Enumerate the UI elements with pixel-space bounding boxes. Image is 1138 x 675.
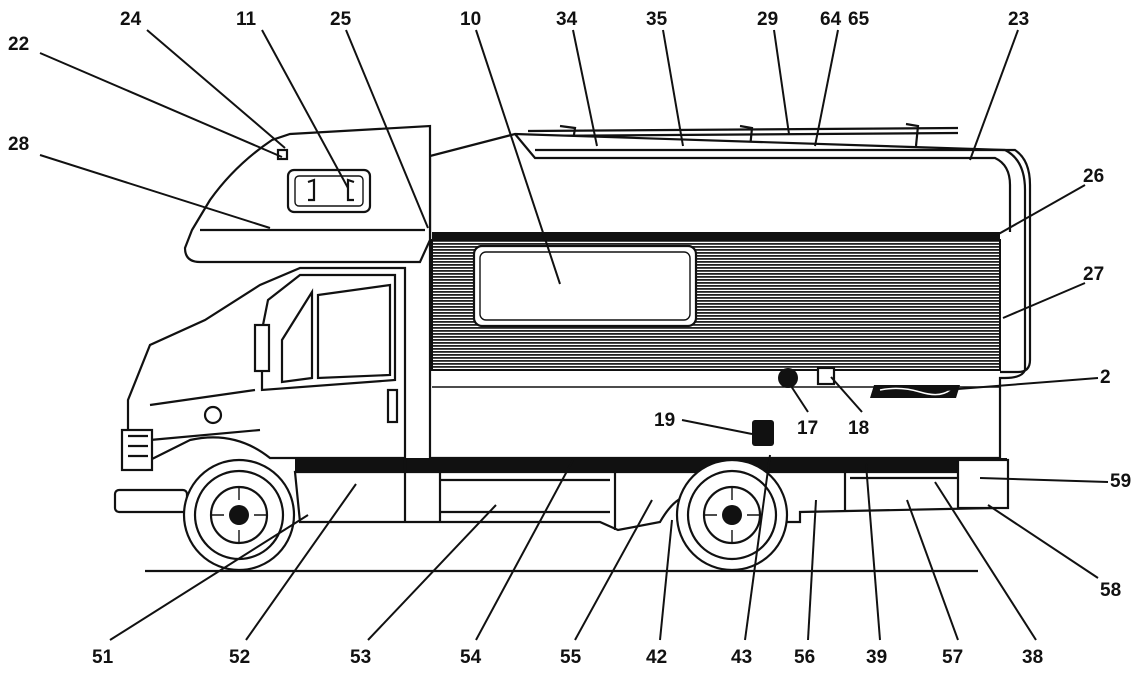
callout-51: 51 — [92, 647, 114, 668]
overcab-alcove — [183, 124, 432, 264]
callout-25: 25 — [330, 9, 352, 30]
callout-17: 17 — [797, 418, 818, 439]
callout-42: 42 — [646, 647, 667, 668]
callout-19: 19 — [654, 410, 675, 431]
callout-18: 18 — [848, 418, 869, 439]
callout-64: 64 — [820, 9, 842, 30]
callout-56: 56 — [794, 647, 815, 668]
gas-locker-door — [752, 420, 774, 446]
rear-bumper — [956, 458, 1010, 510]
callout-22: 22 — [8, 34, 29, 55]
vehicle-cab — [113, 266, 407, 514]
front-bumper — [113, 488, 189, 514]
front-wheel — [182, 458, 296, 572]
callout-27: 27 — [1083, 264, 1104, 285]
callout-10: 10 — [460, 9, 481, 30]
callout-38: 38 — [1022, 647, 1043, 668]
callout-24: 24 — [120, 9, 142, 30]
side-window — [472, 244, 698, 328]
rear-ladder — [1000, 148, 1032, 374]
callout-59: 59 — [1110, 471, 1131, 492]
fuel-cap — [203, 405, 223, 425]
callout-55: 55 — [560, 647, 582, 668]
callout-58: 58 — [1100, 580, 1121, 601]
lower-skirt — [293, 458, 1010, 532]
callout-43: 43 — [731, 647, 752, 668]
callout-52: 52 — [229, 647, 250, 668]
callout-23: 23 — [1008, 9, 1029, 30]
callout-2: 2 — [1100, 367, 1111, 388]
water-filler — [778, 368, 798, 388]
callout-leaders — [39, 29, 1109, 641]
callout-39: 39 — [866, 647, 887, 668]
callout-29: 29 — [757, 9, 778, 30]
habitation-body — [428, 132, 1032, 460]
rear-wheel — [675, 458, 789, 572]
callout-28: 28 — [8, 134, 29, 155]
callout-54: 54 — [460, 647, 482, 668]
callout-11: 11 — [236, 9, 257, 30]
callout-65: 65 — [848, 9, 870, 30]
electric-socket — [816, 366, 836, 386]
roof-rail — [527, 122, 959, 149]
callout-labels: 22 24 11 25 10 34 35 29 64 65 23 28 26 2… — [8, 9, 1131, 668]
brand-logo — [870, 385, 960, 398]
callout-57: 57 — [942, 647, 963, 668]
callout-26: 26 — [1083, 166, 1104, 187]
callout-34: 34 — [556, 9, 578, 30]
callout-53: 53 — [350, 647, 371, 668]
callout-35: 35 — [646, 9, 668, 30]
